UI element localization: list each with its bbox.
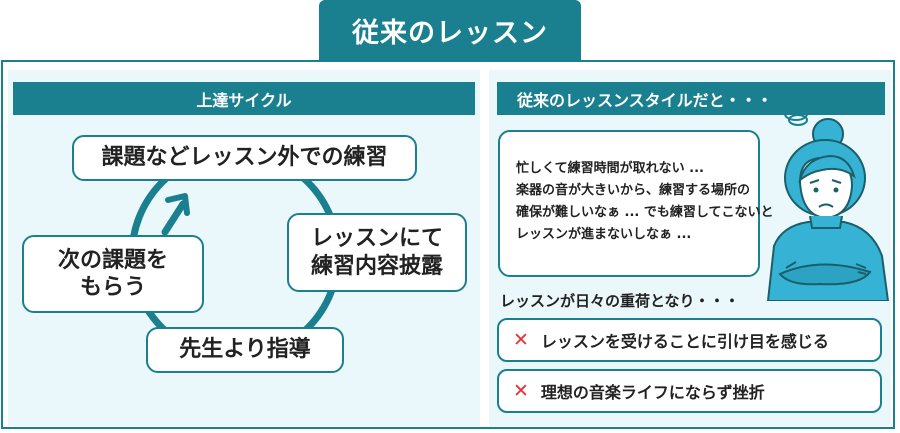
x-mark-icon: ✕ (513, 380, 529, 402)
page-title: 従来のレッスン (319, 0, 581, 60)
cycle-header: 上達サイクル (13, 82, 475, 115)
cycle-step-guidance: 先生より指導 (146, 327, 344, 373)
worry-squiggle-icon (779, 99, 817, 126)
result-item: ✕ レッスンを受けることに引け目を感じる (497, 318, 882, 362)
thought-line: 確保が難しいなぁ ... でも練習してこないと (516, 205, 774, 220)
cycle-arrow-icon (161, 193, 190, 236)
thought-line: 忙しくて練習時間が取れない ... (516, 161, 704, 176)
cycle-step-present: レッスンにて 練習内容披露 (287, 213, 467, 292)
result-item: ✕ 理想の音楽ライフにならず挫折 (497, 369, 882, 413)
result-label: レッスンを受けることに引け目を感じる (540, 332, 829, 351)
thought-line: レッスンが進まないしなぁ ... (516, 227, 692, 242)
style-header: 従来のレッスンスタイルだと・・・ (497, 82, 885, 115)
cycle-step-practice: 課題などレッスン外での練習 (72, 135, 417, 181)
result-label: 理想の音楽ライフにならず挫折 (540, 383, 765, 402)
thought-bubble: 忙しくて練習時間が取れない ... 楽器の音が大きいから、練習する場所の 確保が… (498, 130, 774, 277)
result-title: レッスンが日々の重荷となり・・・ (500, 292, 740, 310)
cycle-step-next-task: 次の課題を もらう (22, 235, 204, 313)
x-mark-icon: ✕ (513, 329, 529, 351)
worried-person-illustration (766, 99, 890, 301)
thought-line: 楽器の音が大きいから、練習する場所の (516, 183, 751, 198)
